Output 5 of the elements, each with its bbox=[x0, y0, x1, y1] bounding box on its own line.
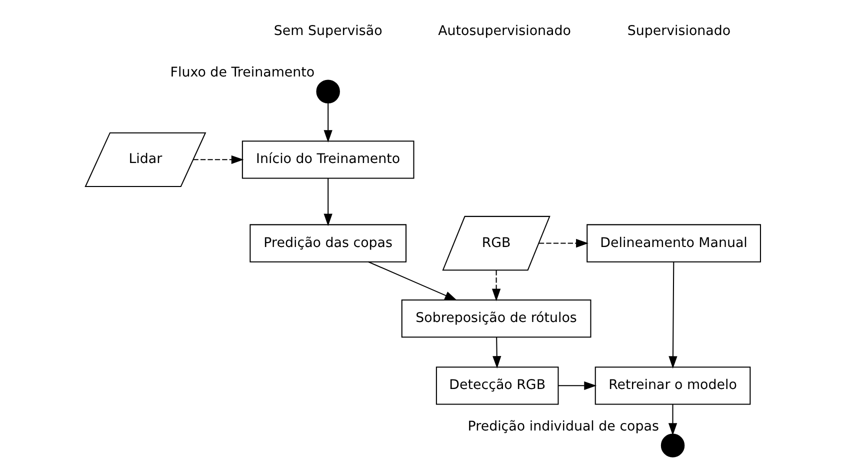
label: Supervisionado bbox=[626, 24, 730, 39]
label: Sem Supervisão bbox=[273, 24, 382, 39]
node-label: Fluxo de Treinamento bbox=[170, 64, 314, 80]
node-label: Predição individual de copas bbox=[467, 418, 658, 434]
label: Autosupervisionado bbox=[438, 24, 570, 39]
